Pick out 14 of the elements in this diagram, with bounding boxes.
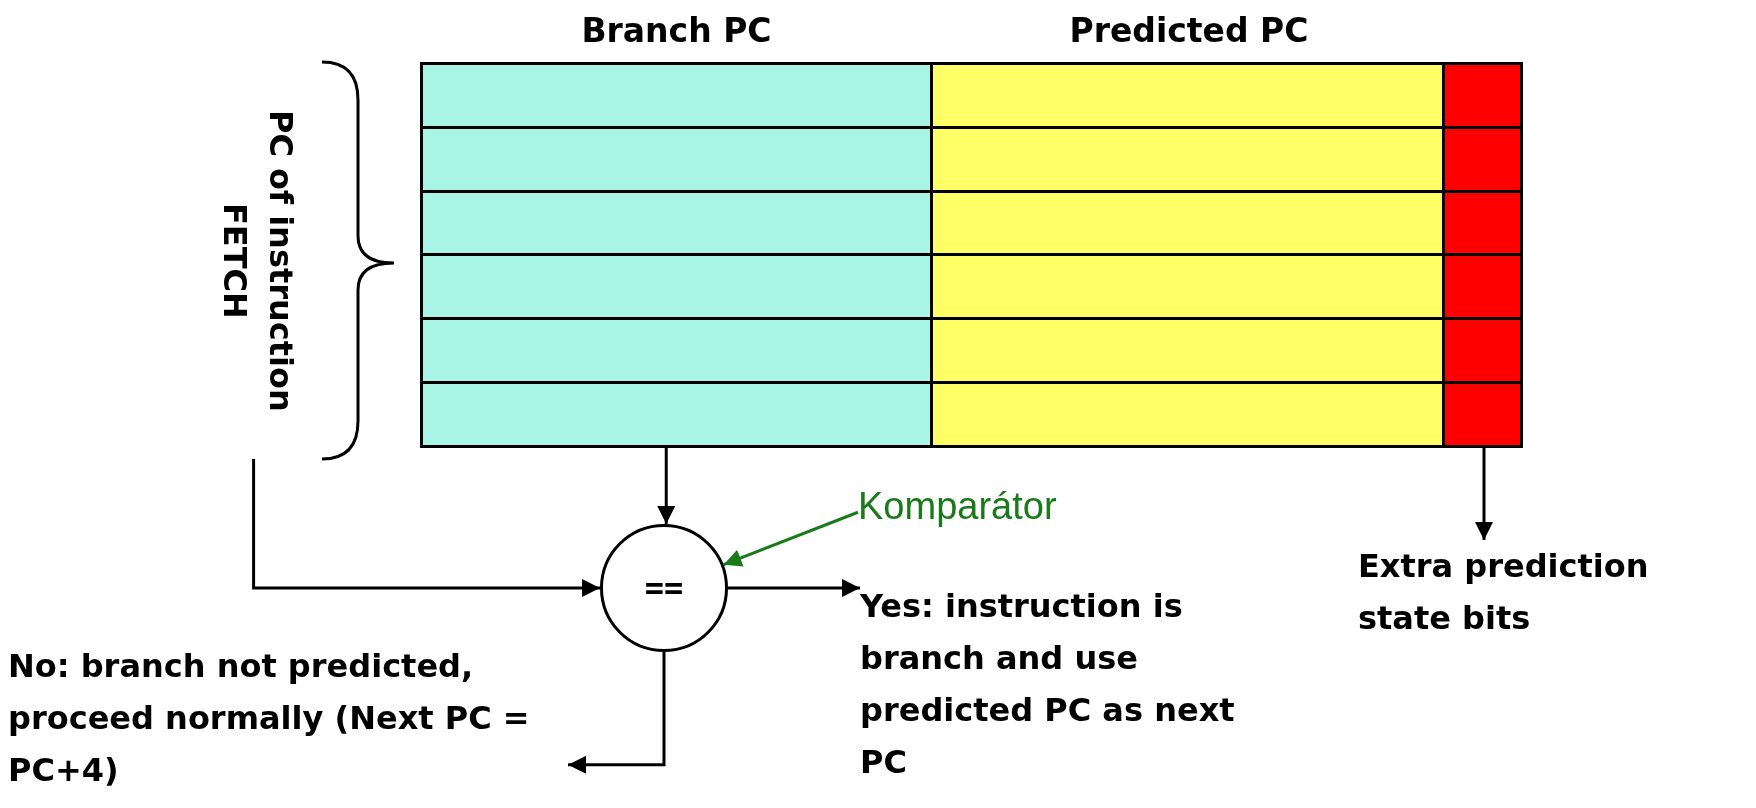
rotated-label: PC of instruction FETCH <box>192 62 304 459</box>
arrow <box>723 510 859 567</box>
output-label: Extra prediction state bits <box>1358 540 1718 644</box>
arrow <box>1475 448 1493 540</box>
arrow <box>657 448 676 524</box>
outcome-text: Yes: instruction is branch and use predicted PC as next PC <box>860 580 1260 788</box>
column-heading: Predicted PC <box>1069 11 1309 50</box>
operator-symbol: == <box>644 569 684 607</box>
arrow <box>252 459 600 597</box>
outcome-text: No: branch not predicted, proceed normally (Next PC = PC+4) <box>8 640 568 796</box>
arrow <box>568 652 666 774</box>
column-heading: Branch PC <box>581 11 772 50</box>
arrow <box>728 579 860 597</box>
component-label: Komparátor <box>858 480 1057 532</box>
